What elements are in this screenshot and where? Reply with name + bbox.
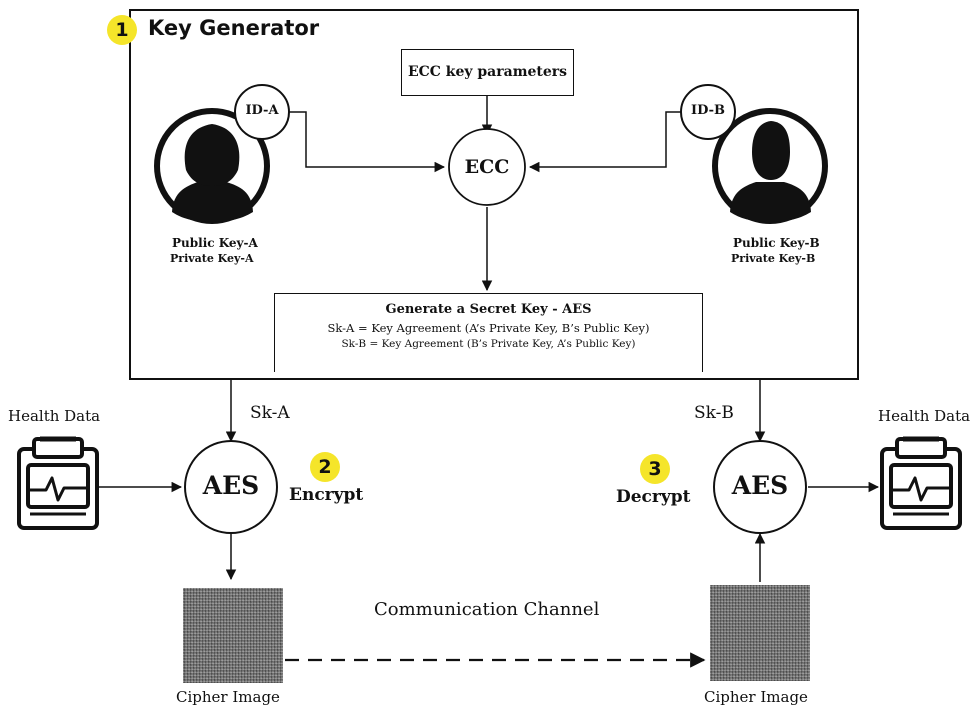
user-b-icon [712, 108, 828, 224]
secret-key-box: Generate a Secret Key - AES Sk-A = Key A… [274, 293, 703, 372]
cipher-label-left: Cipher Image [176, 688, 280, 706]
sk-a-label: Sk-A [250, 403, 290, 423]
cipher-image-left [183, 588, 283, 683]
private-key-b-label: Private Key-B [731, 252, 816, 265]
public-key-a-label: Public Key-A [172, 236, 258, 250]
aes-encrypt-label: AES [202, 471, 260, 500]
ecc-node [448, 128, 526, 206]
cipher-image-right [710, 585, 810, 681]
cipher-label-right: Cipher Image [704, 688, 808, 706]
aes-encrypt-node [184, 440, 278, 534]
clipboard-icon [17, 436, 99, 530]
ecc-params-label: ECC key parameters [407, 64, 568, 80]
arrow-ida-to-ecc [289, 111, 446, 173]
ecc-label: ECC [464, 156, 510, 178]
step-2-badge: 2 [310, 452, 340, 482]
id-b-label: ID-B [691, 103, 725, 118]
id-a-label: ID-A [245, 103, 279, 118]
id-b-node [680, 84, 736, 140]
private-key-a-label: Private Key-A [170, 252, 254, 265]
step-3-badge: 3 [640, 454, 670, 484]
secret-key-title: Generate a Secret Key - AES [385, 302, 592, 317]
key-generator-frame [129, 9, 859, 380]
secret-key-line-1: Sk-A = Key Agreement (A’s Private Key, B… [327, 321, 650, 335]
id-a-node [234, 84, 290, 140]
clipboard-icon [880, 436, 962, 530]
secret-key-line-2: Sk-B = Key Agreement (B’s Private Key, A… [341, 338, 636, 350]
communication-channel-label: Communication Channel [374, 599, 600, 620]
health-data-label-right: Health Data [878, 407, 971, 425]
encrypt-label: Encrypt [289, 485, 364, 505]
user-a-icon [154, 108, 270, 224]
aes-decrypt-label: AES [731, 471, 789, 500]
decrypt-label: Decrypt [616, 487, 691, 507]
arrow-idb-to-ecc [528, 111, 681, 173]
health-data-label-left: Health Data [8, 407, 101, 425]
public-key-b-label: Public Key-B [733, 236, 820, 250]
ecc-params-box: ECC key parameters [401, 49, 574, 96]
aes-decrypt-node [713, 440, 807, 534]
sk-b-label: Sk-B [694, 403, 734, 423]
key-generator-title: Key Generator [148, 16, 320, 40]
step-1-badge: 1 [107, 15, 137, 45]
